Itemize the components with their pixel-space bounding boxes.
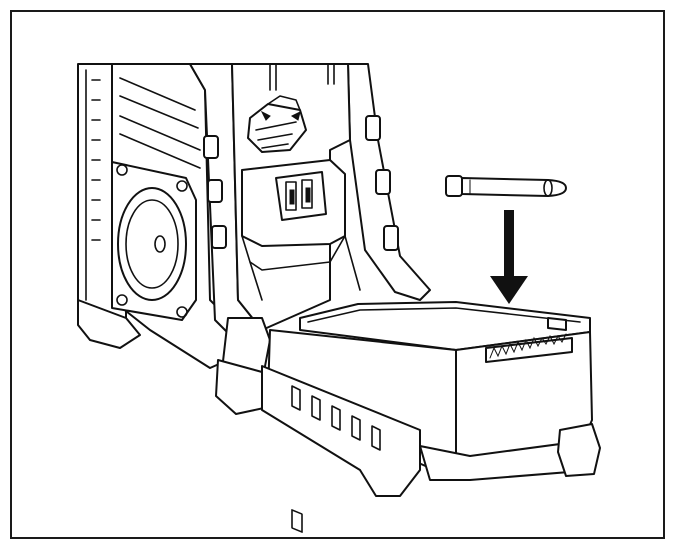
pin-part: [445, 175, 567, 197]
open-tray: [215, 301, 601, 533]
round-port-icon: [111, 161, 197, 321]
housing-interior: [189, 63, 431, 346]
down-arrow-icon: [490, 210, 528, 304]
